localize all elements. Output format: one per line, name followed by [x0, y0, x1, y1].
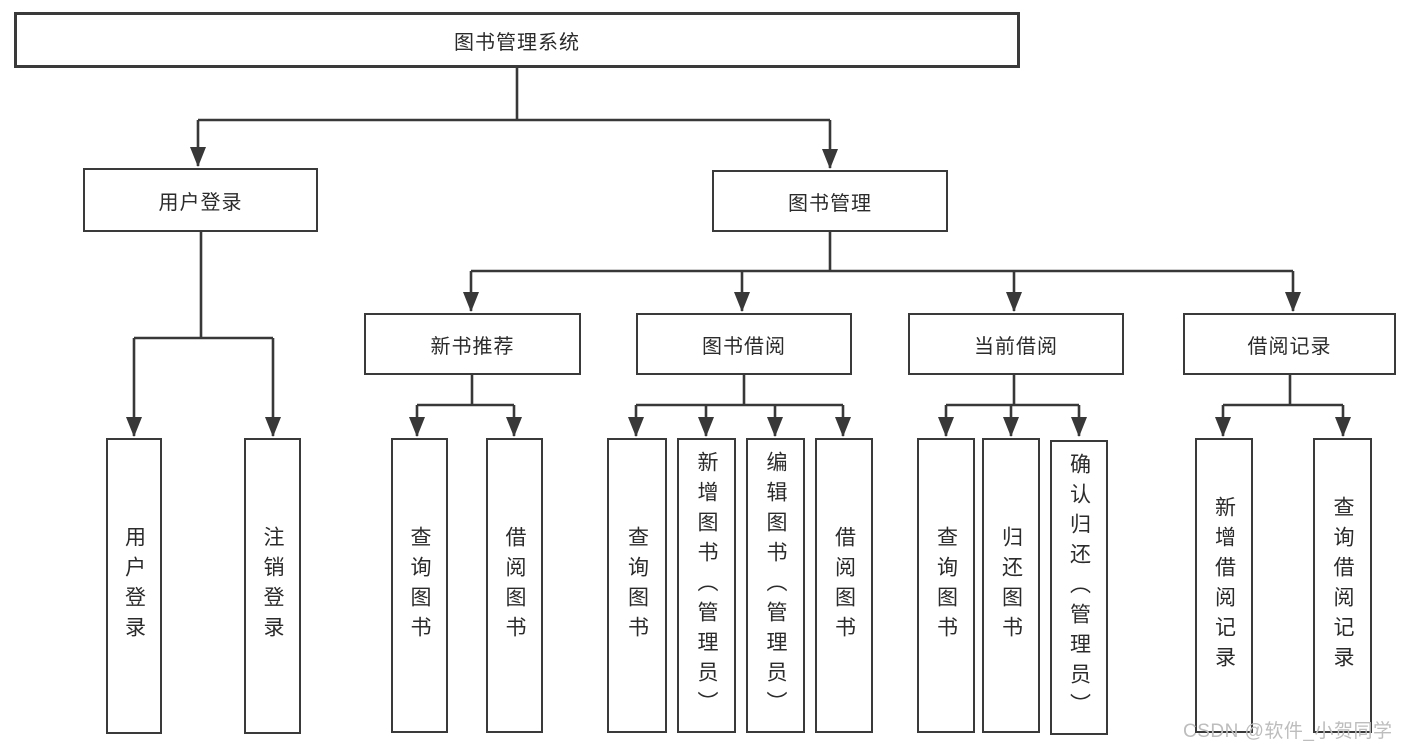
- leaf-label: 借阅图书: [832, 525, 856, 646]
- node-system-root: 图书管理系统: [14, 12, 1020, 68]
- node-new-book-recommend: 新书推荐: [364, 313, 581, 375]
- node-current-borrowing: 当前借阅: [908, 313, 1124, 375]
- leaf-label: 借阅图书: [503, 525, 526, 646]
- leaf-label: 查询图书: [934, 525, 958, 646]
- csdn-watermark: CSDN @软件_小贺同学: [1183, 721, 1393, 742]
- node-label: 借阅记录: [1247, 335, 1332, 358]
- leaf-label: 确认归还（管理员）: [1067, 452, 1091, 723]
- leaf-label: 新增借阅记录: [1212, 495, 1236, 676]
- leaf-confirm-return-admin: 确认归还（管理员）: [1050, 440, 1108, 735]
- leaf-logout: 注销登录: [244, 438, 301, 734]
- leaf-edit-books-admin: 编辑图书（管理员）: [746, 438, 805, 733]
- leaf-label: 查询借阅记录: [1331, 495, 1354, 676]
- node-borrowing-records: 借阅记录: [1183, 313, 1396, 375]
- node-label: 用户登录: [158, 191, 243, 214]
- leaf-label: 查询图书: [625, 525, 649, 646]
- leaf-return-books: 归还图书: [982, 438, 1040, 733]
- node-user-login: 用户登录: [83, 168, 318, 232]
- node-book-management: 图书管理: [712, 170, 948, 232]
- node-label: 图书借阅: [702, 335, 786, 358]
- leaf-label: 新增图书（管理员）: [695, 450, 718, 721]
- leaf-add-borrow-record: 新增借阅记录: [1195, 438, 1253, 733]
- node-label: 图书管理: [788, 192, 872, 215]
- leaf-label: 编辑图书（管理员）: [764, 450, 787, 721]
- leaf-borrow-books-1: 借阅图书: [486, 438, 543, 733]
- node-book-borrowing: 图书借阅: [636, 313, 852, 375]
- leaf-label: 用户登录: [122, 526, 146, 646]
- leaf-query-borrow-record: 查询借阅记录: [1313, 438, 1372, 733]
- leaf-label: 查询图书: [408, 525, 431, 646]
- leaf-label: 注销登录: [261, 526, 284, 646]
- leaf-borrow-books-2: 借阅图书: [815, 438, 873, 733]
- leaf-query-books-3: 查询图书: [917, 438, 975, 733]
- leaf-query-books-1: 查询图书: [391, 438, 448, 733]
- node-label: 新书推荐: [430, 335, 515, 358]
- node-label: 图书管理系统: [454, 31, 580, 54]
- node-label: 当前借阅: [974, 335, 1058, 358]
- leaf-add-books-admin: 新增图书（管理员）: [677, 438, 736, 733]
- leaf-label: 归还图书: [999, 525, 1023, 646]
- leaf-user-login: 用户登录: [106, 438, 162, 734]
- leaf-query-books-2: 查询图书: [607, 438, 667, 733]
